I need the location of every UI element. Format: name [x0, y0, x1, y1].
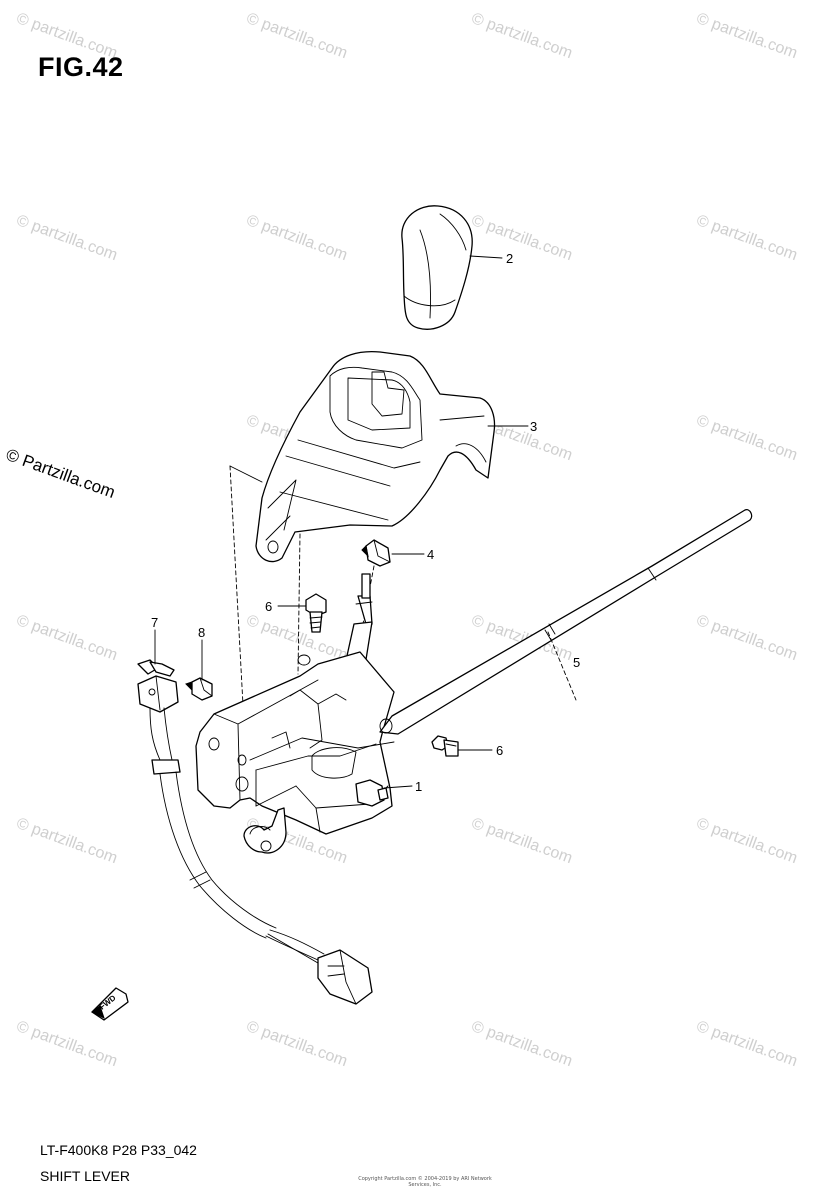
callout-7: 7: [151, 615, 158, 630]
cable-part[interactable]: [379, 509, 753, 735]
switch-part[interactable]: [137, 659, 373, 1005]
callout-2: 2: [506, 251, 513, 266]
callout-3: 3: [530, 419, 537, 434]
callout-6-upper: 6: [265, 599, 272, 614]
leader-lines: [154, 255, 529, 789]
callout-6-lower: 6: [496, 743, 503, 758]
model-code: LT-F400K8 P28 P33_042: [40, 1142, 197, 1158]
figure-name: SHIFT LEVER: [40, 1168, 130, 1184]
callout-labels: 2 3 4 6 5 6 1 7 8: [151, 251, 580, 794]
bolt-part-6-lower[interactable]: [431, 735, 459, 757]
forward-arrow-icon: FWD: [91, 987, 129, 1021]
tiny-copyright: Copyright Partzilla.com © 2004-2019 by A…: [358, 1176, 492, 1188]
callout-4: 4: [427, 547, 434, 562]
callout-8: 8: [198, 625, 205, 640]
screw-part[interactable]: [185, 677, 213, 701]
knob-part[interactable]: [401, 205, 473, 330]
bolt-part-6-upper[interactable]: [305, 593, 327, 633]
cover-part[interactable]: [255, 350, 496, 563]
figure-title: FIG.42: [38, 52, 124, 82]
bolt-part-4[interactable]: [361, 539, 391, 567]
callout-1: 1: [415, 779, 422, 794]
callout-5: 5: [573, 655, 580, 670]
shift-lever-assembly-part[interactable]: [195, 573, 395, 854]
